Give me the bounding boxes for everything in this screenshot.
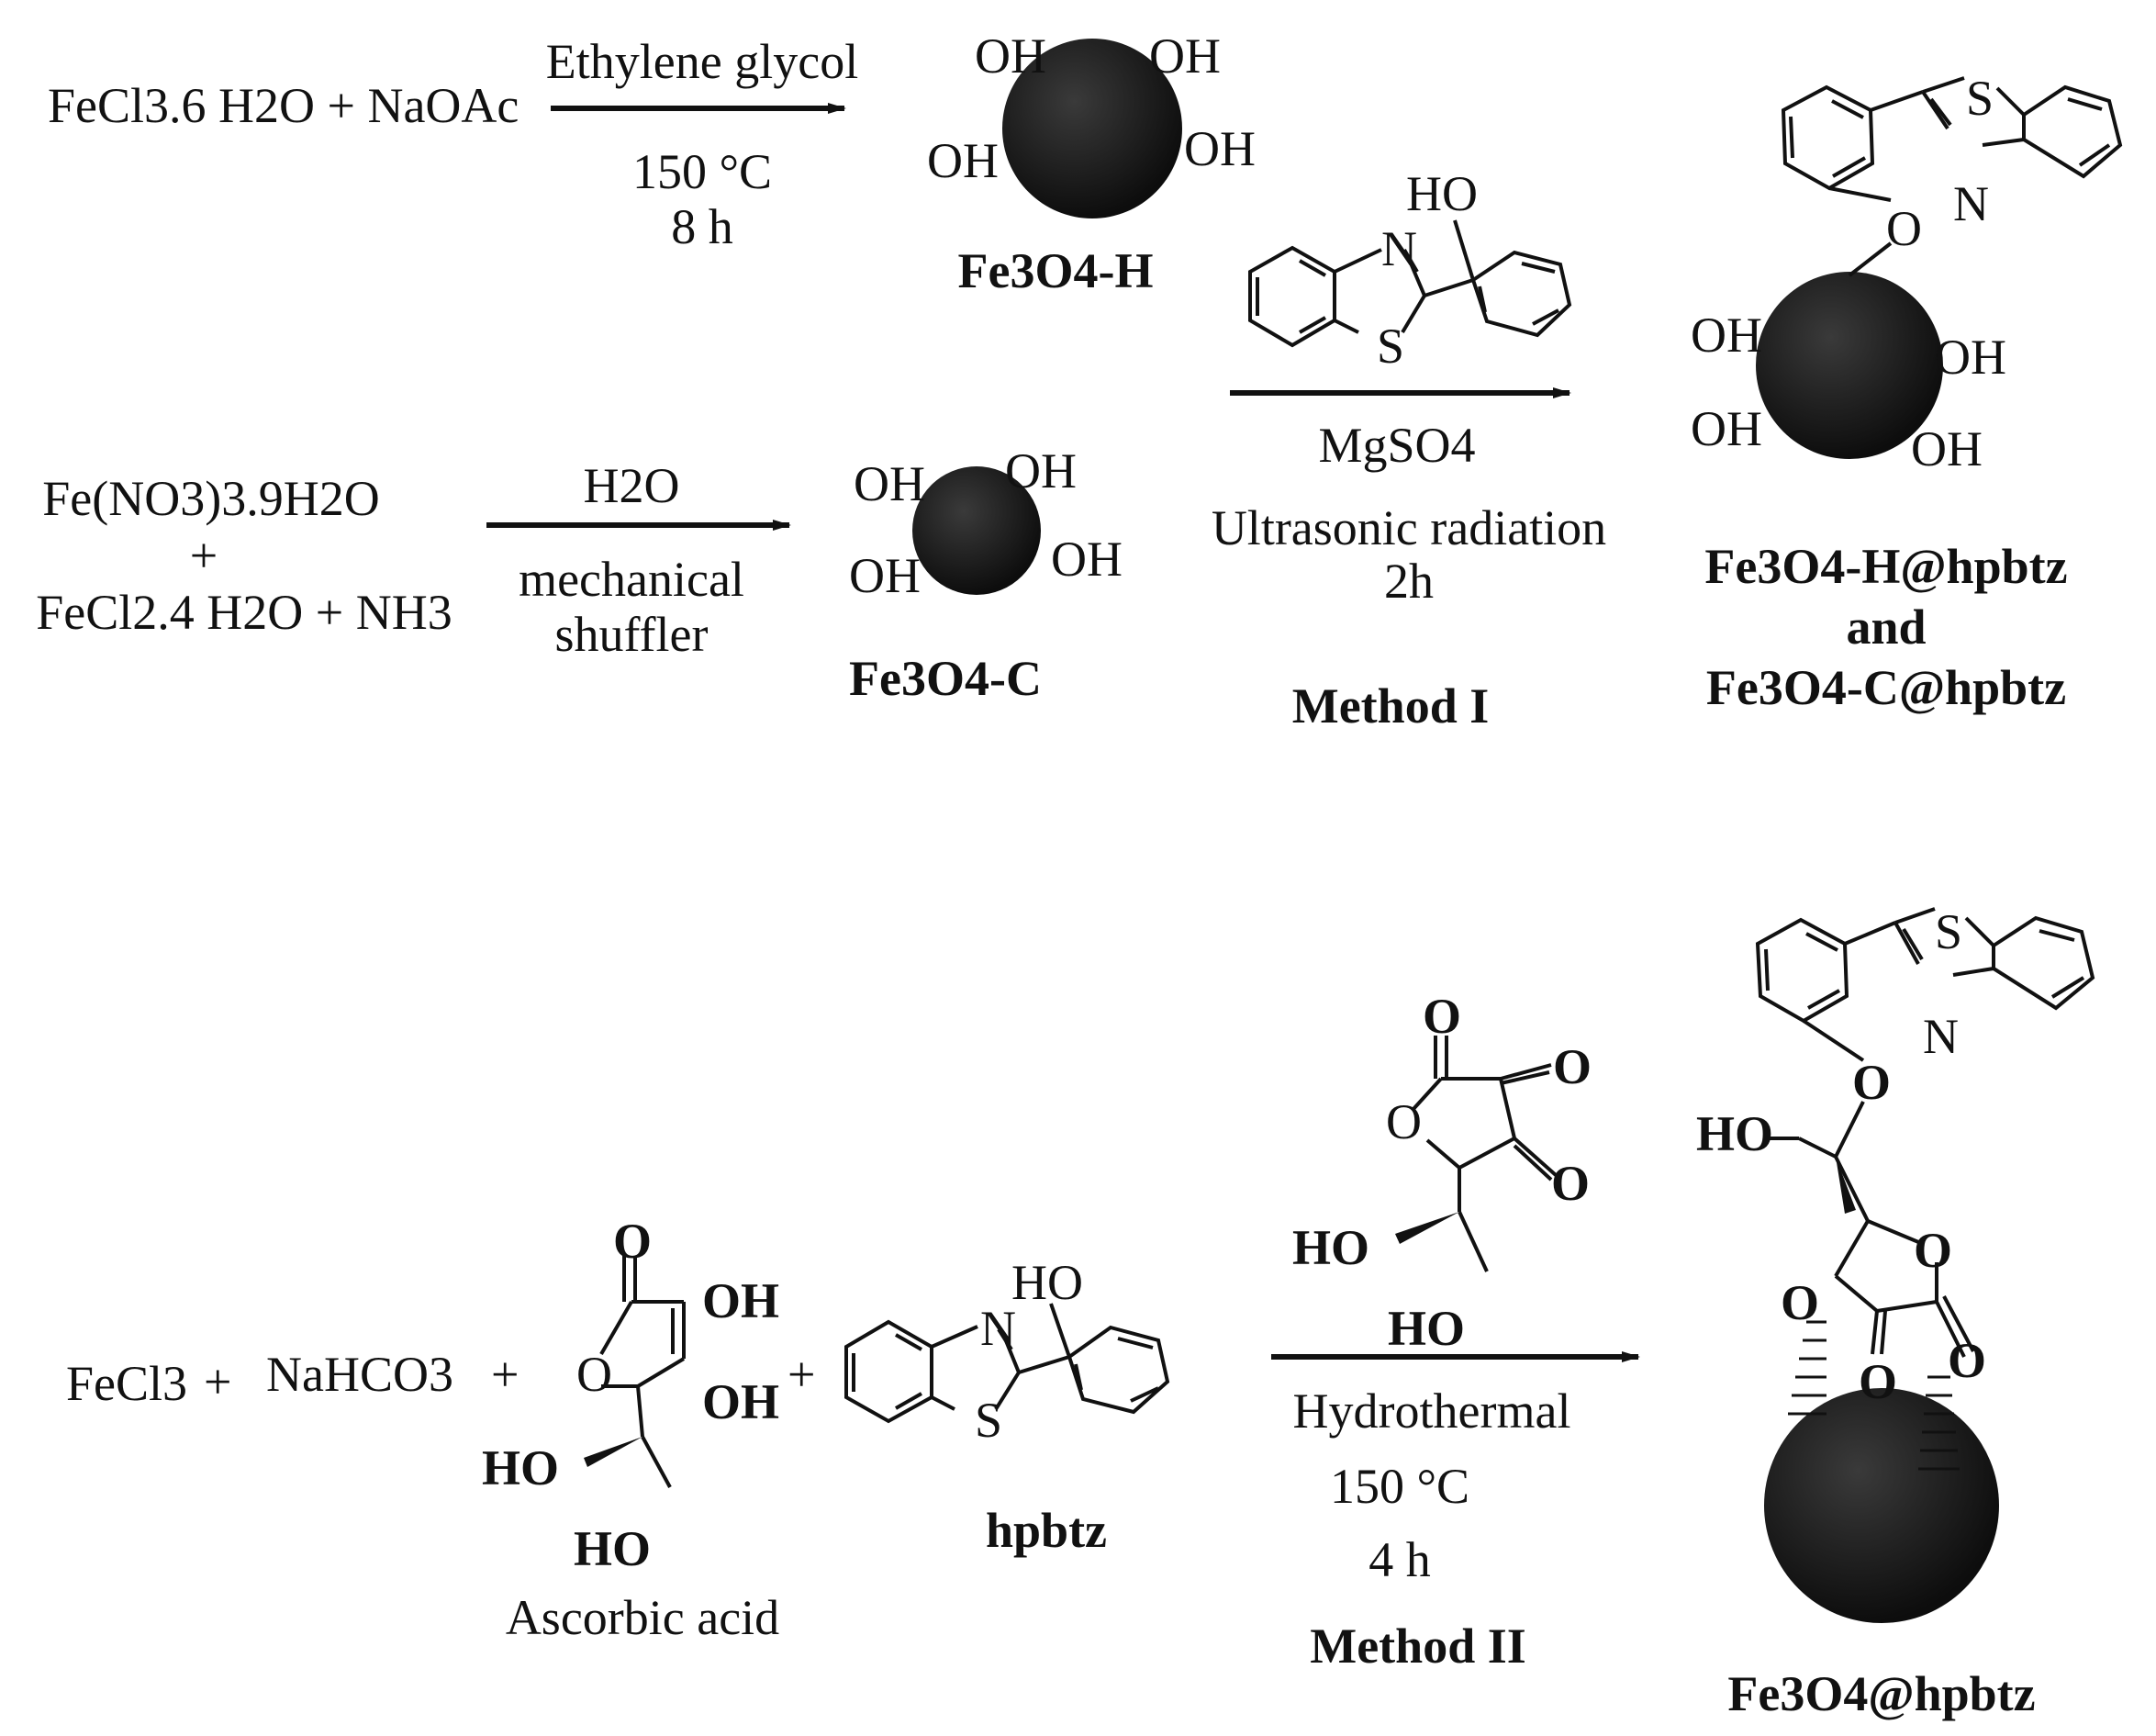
row1-product-label: Fe3O4-H bbox=[957, 243, 1154, 298]
method2-condition-temperature: 150 °C bbox=[1329, 1459, 1470, 1514]
row2-condition-line1: mechanical bbox=[519, 552, 744, 607]
row1-condition-time: 8 h bbox=[671, 199, 733, 254]
row2-condition-line2: shuffler bbox=[554, 607, 709, 662]
hpbtz-ascorbate-structure-method2 bbox=[1755, 907, 2095, 1358]
row1-condition-temperature: 150 °C bbox=[631, 144, 773, 199]
ascorbic-acid-structure bbox=[599, 1256, 686, 1488]
nanoparticle-fe3o4-c bbox=[912, 466, 1041, 595]
row2-reactant-line2: FeCl2.4 H2O + NH3 bbox=[36, 585, 452, 640]
row1-condition-solvent: Ethylene glycol bbox=[545, 34, 859, 89]
method2-condition-time: 4 h bbox=[1368, 1532, 1431, 1587]
hpbtz-s-atom: S bbox=[975, 1393, 1003, 1448]
method2-product-o-link: O bbox=[1852, 1055, 1892, 1110]
row1-oh-tl: OH bbox=[975, 28, 1046, 84]
method1-condition-time: 2h bbox=[1384, 554, 1434, 609]
row1-oh-tr: OH bbox=[1149, 28, 1221, 84]
method1-product-s-atom: S bbox=[1966, 71, 1994, 126]
method2-product-label: Fe3O4@hpbtz bbox=[1727, 1666, 2036, 1721]
method1-product-label-c: Fe3O4-C@hpbtz bbox=[1705, 660, 2067, 715]
method1-condition-ultrasonic: Ultrasonic radiation bbox=[1211, 500, 1607, 555]
dehydro-o-ring: O bbox=[1386, 1094, 1422, 1149]
row2-reactant-line1: Fe(NO3)3.9H2O bbox=[42, 471, 380, 526]
row2-condition-solvent: H2O bbox=[583, 458, 680, 513]
dehydro-o-right2: O bbox=[1551, 1156, 1591, 1211]
ascorbic-o-carbonyl: O bbox=[613, 1214, 653, 1269]
method1-n-atom: N bbox=[1381, 221, 1417, 276]
hpbtz-label: hpbtz bbox=[985, 1503, 1108, 1558]
row1-oh-br: OH bbox=[1184, 121, 1256, 176]
method2-nahco3: NaHCO3 bbox=[266, 1347, 453, 1402]
row2-oh-br: OH bbox=[1051, 532, 1123, 587]
dehydro-o-top: O bbox=[1423, 989, 1462, 1044]
method2-plus-1: + bbox=[204, 1354, 232, 1409]
method1-oh-tl: OH bbox=[1691, 308, 1762, 363]
ascorbic-wedge-bond bbox=[584, 1437, 642, 1467]
hpbtz-linked-structure-method1 bbox=[1781, 76, 2123, 277]
dehydro-ho-side: HO bbox=[1292, 1220, 1370, 1275]
method1-product-label-and: and bbox=[1846, 599, 1927, 655]
dehydro-o-right1: O bbox=[1553, 1039, 1592, 1094]
method1-name: Method I bbox=[1291, 678, 1490, 734]
method1-product-label-h: Fe3O4-H@hpbtz bbox=[1704, 539, 2068, 594]
ascorbic-oh-bottom: OH bbox=[702, 1374, 780, 1429]
row2-oh-tr: OH bbox=[1005, 443, 1077, 498]
method2-product-o-carbonyl1: O bbox=[1859, 1354, 1898, 1409]
method1-product-n-atom: N bbox=[1953, 176, 1989, 231]
method1-oh-tr: OH bbox=[1935, 330, 2006, 385]
dehydro-ho-bottom: HO bbox=[1388, 1301, 1466, 1356]
row2-reactant-plus: + bbox=[189, 528, 218, 583]
hpbtz-n-atom: N bbox=[980, 1301, 1016, 1356]
method2-product-o-carbonyl2: O bbox=[1948, 1333, 1987, 1388]
ascorbic-ho-side: HO bbox=[482, 1440, 560, 1495]
hpbtz-structure-method2 bbox=[844, 1303, 1170, 1424]
method1-oh-br: OH bbox=[1911, 421, 1983, 476]
row2-oh-bl: OH bbox=[849, 548, 921, 603]
hpbtz-structure-method1 bbox=[1248, 219, 1572, 348]
method2-product-o-left: O bbox=[1781, 1275, 1820, 1330]
nanoparticle-fe3o4-hpbtz-method1 bbox=[1756, 272, 1943, 459]
method2-fecl3: FeCl3 bbox=[66, 1356, 188, 1411]
method2-product-n-atom: N bbox=[1923, 1009, 1959, 1064]
ascorbic-ho-bottom: HO bbox=[574, 1521, 652, 1576]
method2-product-o-ring-right: O bbox=[1914, 1223, 1953, 1278]
method1-ho-label: HO bbox=[1406, 166, 1478, 221]
coordination-hashed-bonds bbox=[1788, 1320, 1960, 1471]
method2-name: Method II bbox=[1310, 1618, 1526, 1674]
row1-oh-bl: OH bbox=[927, 133, 999, 188]
method2-plus-2: + bbox=[491, 1347, 519, 1402]
method1-s-atom: S bbox=[1377, 319, 1405, 374]
method1-product-o-atom: O bbox=[1886, 201, 1922, 256]
ascorbic-plus: + bbox=[788, 1347, 816, 1402]
product-wedge-bond bbox=[1836, 1157, 1856, 1214]
dehydroascorbic-structure bbox=[1412, 1036, 1558, 1272]
method2-condition-hydrothermal: Hydrothermal bbox=[1292, 1383, 1571, 1439]
row1-reactants: FeCl3.6 H2O + NaOAc bbox=[48, 78, 519, 133]
row2-oh-tl: OH bbox=[854, 456, 925, 511]
ascorbic-o-ring: O bbox=[576, 1347, 612, 1402]
nanoparticle-fe3o4-h bbox=[1002, 39, 1182, 218]
hpbtz-ho-label: HO bbox=[1011, 1255, 1083, 1310]
ascorbic-oh-top: OH bbox=[702, 1273, 780, 1328]
method2-product-ho: HO bbox=[1696, 1106, 1774, 1161]
method1-reagent: MgSO4 bbox=[1318, 418, 1476, 473]
ascorbic-label: Ascorbic acid bbox=[505, 1590, 780, 1645]
method1-oh-bl: OH bbox=[1691, 401, 1762, 456]
nanoparticle-fe3o4-hpbtz-method2 bbox=[1764, 1388, 1999, 1623]
method2-product-s-atom: S bbox=[1935, 904, 1963, 959]
dehydroascorbic-wedge-bond bbox=[1395, 1212, 1459, 1244]
row2-product-label: Fe3O4-C bbox=[849, 651, 1042, 706]
